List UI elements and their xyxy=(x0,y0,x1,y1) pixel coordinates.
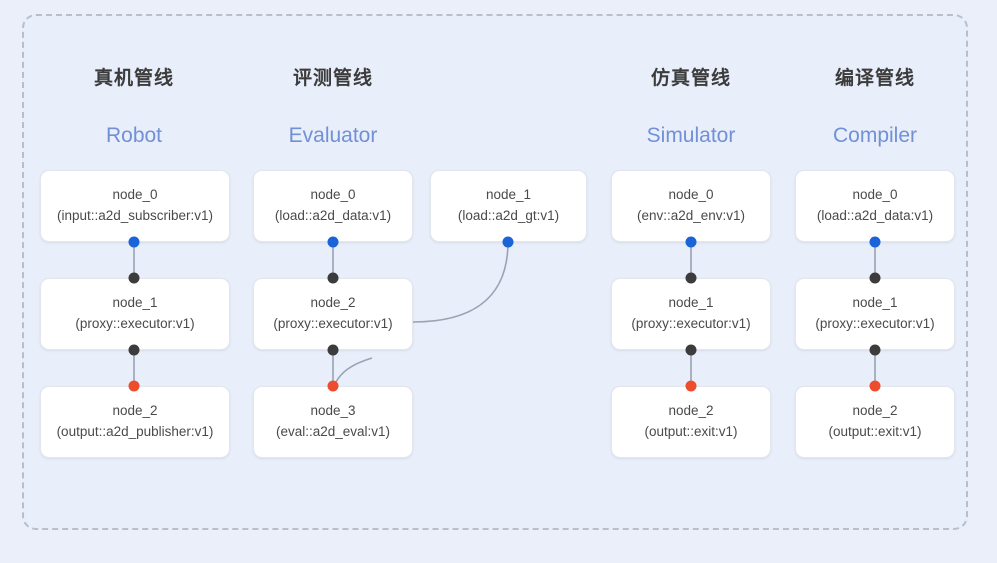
port-output-compiler-0[interactable] xyxy=(869,236,881,248)
column-title-evaluator: 评测管线 xyxy=(292,68,373,89)
node-type: (output::exit:v1) xyxy=(644,424,738,439)
node-evaluator-2[interactable]: node_2 (proxy::executor:v1) xyxy=(253,278,413,350)
port-output-compiler-1[interactable] xyxy=(869,344,881,356)
node-simulator-1[interactable]: node_1 (proxy::executor:v1) xyxy=(611,278,771,350)
node-type: (eval::a2d_eval:v1) xyxy=(275,424,391,439)
node-type: (input::a2d_subscriber:v1) xyxy=(56,208,214,223)
node-type: (load::a2d_data:v1) xyxy=(816,208,934,223)
node-id: node_0 xyxy=(310,187,356,203)
column-subtitle-evaluator: Evaluator xyxy=(288,124,378,147)
node-type: (output::a2d_publisher:v1) xyxy=(56,424,214,439)
port-input-simulator-1[interactable] xyxy=(685,272,697,284)
port-input-compiler-2[interactable] xyxy=(869,380,881,392)
node-id: node_2 xyxy=(668,403,714,419)
node-evaluator-3[interactable]: node_3 (eval::a2d_eval:v1) xyxy=(253,386,413,458)
node-id: node_0 xyxy=(852,187,898,203)
node-type: (proxy::executor:v1) xyxy=(815,316,935,331)
column-subtitle-compiler: Compiler xyxy=(832,124,918,147)
node-id: node_0 xyxy=(668,187,714,203)
node-id: node_1 xyxy=(668,295,714,311)
node-simulator-2[interactable]: node_2 (output::exit:v1) xyxy=(611,386,771,458)
node-type: (proxy::executor:v1) xyxy=(75,316,195,331)
node-id: node_1 xyxy=(112,295,158,311)
node-id: node_1 xyxy=(485,187,532,203)
port-input-robot-1[interactable] xyxy=(128,272,140,284)
port-output-robot-0[interactable] xyxy=(128,236,140,248)
port-output-evaluator-0[interactable] xyxy=(327,236,339,248)
port-input-compiler-1[interactable] xyxy=(869,272,881,284)
node-evaluator-0[interactable]: node_0 (load::a2d_data:v1) xyxy=(253,170,413,242)
node-compiler-2[interactable]: node_2 (output::exit:v1) xyxy=(795,386,955,458)
node-robot-2[interactable]: node_2 (output::a2d_publisher:v1) xyxy=(40,386,230,458)
node-id: node_2 xyxy=(310,295,356,311)
port-input-evaluator-3[interactable] xyxy=(327,380,339,392)
port-output-simulator-0[interactable] xyxy=(685,236,697,248)
node-compiler-1[interactable]: node_1 (proxy::executor:v1) xyxy=(795,278,955,350)
node-type: (load::a2d_gt:v1) xyxy=(457,208,560,223)
node-id: node_2 xyxy=(112,403,158,419)
node-id: node_1 xyxy=(852,295,898,311)
node-simulator-0[interactable]: node_0 (env::a2d_env:v1) xyxy=(611,170,771,242)
node-robot-0[interactable]: node_0 (input::a2d_subscriber:v1) xyxy=(40,170,230,242)
column-subtitle-robot: Robot xyxy=(105,124,163,147)
column-title-compiler: 编译管线 xyxy=(834,68,915,89)
port-input-evaluator-2[interactable] xyxy=(327,272,339,284)
node-type: (load::a2d_data:v1) xyxy=(274,208,392,223)
node-evaluator-1[interactable]: node_1 (load::a2d_gt:v1) xyxy=(430,170,587,242)
node-id: node_0 xyxy=(112,187,158,203)
column-subtitle-simulator: Simulator xyxy=(646,124,736,147)
node-compiler-0[interactable]: node_0 (load::a2d_data:v1) xyxy=(795,170,955,242)
node-type: (proxy::executor:v1) xyxy=(273,316,393,331)
port-output-evaluator-2[interactable] xyxy=(327,344,339,356)
port-output-robot-1[interactable] xyxy=(128,344,140,356)
column-title-simulator: 仿真管线 xyxy=(650,68,731,89)
node-id: node_3 xyxy=(310,403,356,419)
node-type: (output::exit:v1) xyxy=(828,424,922,439)
port-input-robot-2[interactable] xyxy=(128,380,140,392)
node-type: (proxy::executor:v1) xyxy=(631,316,751,331)
column-title-robot: 真机管线 xyxy=(93,68,174,89)
node-type: (env::a2d_env:v1) xyxy=(636,208,746,223)
port-output-simulator-1[interactable] xyxy=(685,344,697,356)
node-id: node_2 xyxy=(852,403,898,419)
node-robot-1[interactable]: node_1 (proxy::executor:v1) xyxy=(40,278,230,350)
port-input-simulator-2[interactable] xyxy=(685,380,697,392)
port-output-evaluator-1[interactable] xyxy=(502,236,514,248)
